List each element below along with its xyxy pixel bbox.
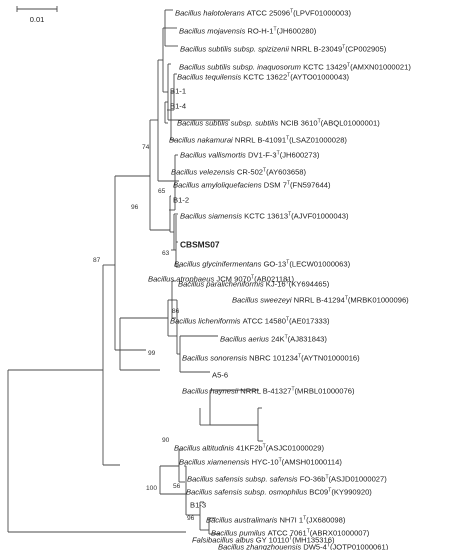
taxon-label-13: B1-2: [173, 196, 189, 205]
taxon-label-32: Bacillus zhangzhouensis DW5-4T(JOTP01000…: [218, 543, 389, 550]
taxon-label-17: Bacillus glycinifermentans GO-13T(LECW01…: [174, 260, 351, 269]
taxon-label-4: Bacillus subtilis subsp. inaquosorum KCT…: [179, 63, 411, 72]
scale-bar-label: 0.01: [30, 15, 45, 24]
taxon-label-14: Bacillus siamensis KCTC 13613T(AJVF01000…: [180, 212, 349, 221]
taxon-label-10: Bacillus vallismortis DV1-F-3T(JH600273): [180, 151, 320, 160]
taxon-label-3: Bacillus subtilis subsp. spizizenii NRRL…: [180, 45, 387, 54]
bootstrap-b96a: 96: [131, 204, 139, 211]
bootstrap-b96b: 96: [187, 515, 195, 522]
bootstrap-b87: 87: [93, 257, 101, 264]
bootstrap-b65: 65: [158, 188, 166, 195]
bootstrap-b74: 74: [142, 144, 150, 151]
taxon-label-16: Bacillus atrophaeus JCM 9070T(AB021181): [148, 275, 295, 284]
taxon-label-26: Bacillus xiamenensis HYC-10T(AMSH0100011…: [179, 458, 342, 467]
taxon-label-20: Bacillus licheniformis ATCC 14580T(AE017…: [170, 317, 330, 326]
taxon-labels: Bacillus halotolerans ATCC 25096T(LPVF01…: [148, 9, 411, 550]
taxon-label-2: Bacillus mojavensis RO-H-1T(JH600280): [179, 27, 317, 36]
bootstrap-b90: 90: [162, 437, 170, 444]
tree-branches: [7, 9, 263, 535]
taxon-label-21: Bacillus aerius 24KT(AJ831843): [220, 335, 327, 344]
taxon-label-25: Bacillus altitudinis 41KF2bT(ASJC0100002…: [174, 444, 324, 453]
scale-bar: 0.01: [16, 6, 58, 24]
bootstrap-b100: 100: [146, 485, 157, 492]
bootstrap-b86: 86: [172, 308, 180, 315]
taxon-label-6: B1-1: [170, 87, 186, 96]
taxon-label-28: Bacillus safensis subsp. osmophilus BC09…: [186, 488, 372, 497]
taxon-label-12: Bacillus amyloliquefaciens DSM 7T(FN5976…: [173, 181, 331, 190]
taxon-label-15: CBSMS07: [180, 240, 220, 250]
bootstrap-b99: 99: [148, 350, 156, 357]
taxon-label-8: Bacillus subtilis subsp. subtilis NCIB 3…: [177, 119, 380, 128]
taxon-label-18: Bacillus paralicheniformis KJ-16T(KY6944…: [178, 280, 330, 289]
bootstrap-values: 74 65 63 96 87 99 86 90 100 56 96: [93, 144, 195, 522]
taxon-label-11: Bacillus velezensis CR-502T(AY603658): [171, 168, 307, 177]
taxon-label-24: Bacillus haynesii NRRL B-41327T(MRBL0100…: [182, 387, 355, 396]
taxon-label-7: B1-4: [170, 102, 186, 111]
taxon-label-31: Bacillus pumilus ATCC 7061T(ABRX01000007…: [211, 529, 370, 538]
taxon-label-29: B1-3: [190, 501, 206, 510]
taxon-label-30: Bacillus australimaris NH7I 1T(JX680098): [206, 516, 346, 525]
taxon-label-9: Bacillus nakamurai NRRL B-41091T(LSAZ010…: [169, 136, 347, 145]
taxon-label-19: Bacillus sweezeyi NRRL B-41294T(MRBK0100…: [232, 296, 409, 305]
taxon-label-1: Bacillus halotolerans ATCC 25096T(LPVF01…: [175, 9, 351, 18]
bootstrap-b56: 56: [173, 483, 181, 490]
bootstrap-b63: 63: [162, 250, 170, 257]
taxon-label-27: Bacillus safensis subsp. safensis FO-36b…: [187, 475, 387, 484]
taxon-label-5: Bacillus tequilensis KCTC 13622T(AYTO010…: [177, 73, 350, 82]
taxon-label-22: Bacillus sonorensis NBRC 101234T(AYTN010…: [182, 354, 360, 363]
taxon-label-23: A5-6: [212, 371, 228, 380]
taxon-label-33: Falsibacillus albus GY 10110T(MH135316): [192, 536, 335, 545]
